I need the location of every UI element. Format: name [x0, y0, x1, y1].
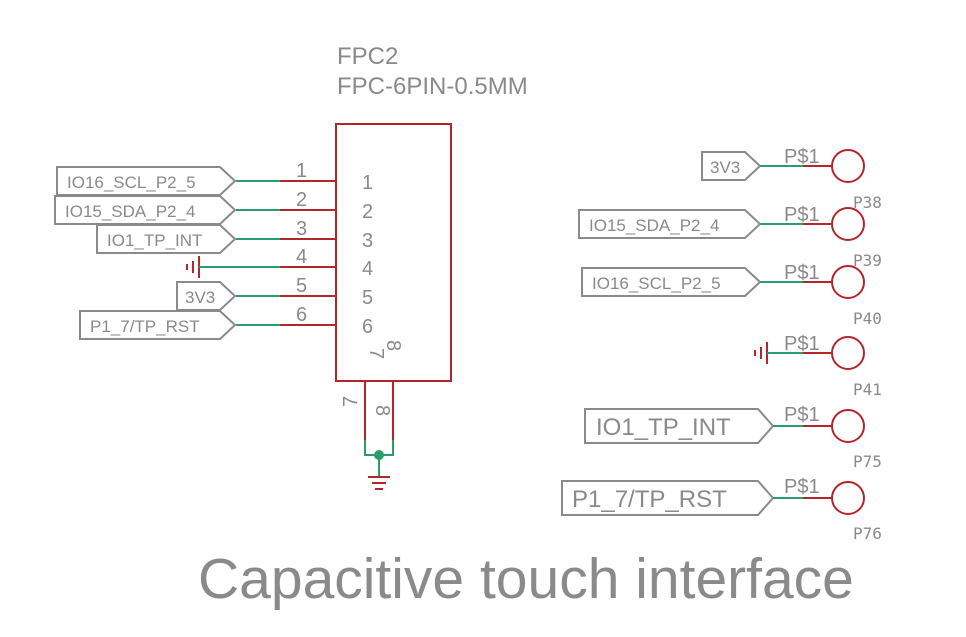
pad-pin: P$1: [784, 333, 820, 355]
net-label: IO16_SCL_P2_5: [592, 274, 721, 293]
pad-pin: P$1: [784, 404, 820, 426]
ground-icon: [754, 342, 768, 364]
pad-ref: P38: [853, 193, 882, 212]
pin-number-outer: 6: [296, 304, 307, 326]
net-label: IO15_SDA_P2_4: [589, 216, 719, 235]
pad-ref: P39: [853, 251, 882, 270]
net-flag: [176, 281, 237, 311]
net-label: IO1_TP_INT: [107, 231, 202, 250]
pad-p39: IO15_SDA_P2_4 P$1 P39: [578, 204, 882, 270]
pad-p40: IO16_SCL_P2_5 P$1 P40: [581, 262, 882, 328]
pin-number-inner: 6: [362, 316, 373, 338]
net-flag: [96, 224, 237, 254]
ground-icon: [368, 476, 390, 490]
sheet-caption: Capacitive touch interface: [198, 547, 854, 611]
junction-dot: [374, 450, 384, 460]
pad-ref: P40: [853, 309, 882, 328]
net-flag: [581, 267, 762, 297]
connector-pin-6: P1_7/TP_RST 6 6: [79, 304, 373, 340]
pad-ref: P75: [853, 452, 882, 471]
pin-number-inner: 2: [362, 201, 373, 223]
net-label: IO1_TP_INT: [596, 414, 731, 441]
pad-pin: P$1: [784, 146, 820, 168]
connector-bottom-pins: 7 8: [340, 381, 394, 490]
connector-pin-3: IO1_TP_INT 3 3: [96, 218, 373, 254]
pin-number-outer: 1: [296, 160, 307, 182]
pin-number-outer-8: 8: [371, 405, 393, 416]
pin-number-outer: 2: [296, 189, 307, 211]
net-flag: [584, 408, 775, 444]
connector-pin-5: 3V3 5 5: [176, 275, 373, 311]
net-label: IO16_SCL_P2_5: [67, 173, 196, 192]
pin-number-outer: 3: [296, 218, 307, 240]
pin-number-inner-8: 8: [382, 340, 404, 351]
net-label: P1_7/TP_RST: [572, 486, 727, 513]
connector-pin-2: IO15_SDA_P2_4 2 2: [54, 189, 373, 225]
pad-circle: [831, 409, 865, 443]
net-flag: [54, 195, 237, 225]
pad-p76: P1_7/TP_RST P$1 P76: [561, 476, 882, 543]
pin-number-inner: 1: [362, 172, 373, 194]
connector-pin-1: IO16_SCL_P2_5 1 1: [56, 160, 373, 196]
pad-circle: [831, 336, 865, 370]
pad-p41: P$1 P41: [754, 333, 882, 399]
net-label: IO15_SDA_P2_4: [65, 202, 195, 221]
pin-number-outer: 5: [296, 275, 307, 297]
ground-icon: [186, 256, 200, 278]
pin-number-inner: 3: [362, 230, 373, 252]
net-flag: [701, 151, 762, 181]
pin-number-outer-7: 7: [340, 396, 362, 407]
pad-circle: [831, 265, 865, 299]
part-value: FPC-6PIN-0.5MM: [337, 73, 528, 100]
net-flag: [561, 480, 775, 516]
part-name: FPC2: [337, 43, 398, 70]
net-label: 3V3: [710, 158, 740, 177]
pin-number-inner-7: 7: [365, 348, 387, 359]
pin-number-outer: 4: [296, 246, 307, 268]
pad-pin: P$1: [784, 204, 820, 226]
pin-number-inner: 4: [362, 258, 373, 280]
net-flag: [56, 166, 237, 196]
pad-p75: IO1_TP_INT P$1 P75: [584, 404, 882, 471]
net-flag: [578, 209, 762, 239]
pad-circle: [831, 149, 865, 183]
pad-pin: P$1: [784, 476, 820, 498]
pad-circle: [831, 481, 865, 515]
pin-number-inner: 5: [362, 287, 373, 309]
net-label: P1_7/TP_RST: [90, 317, 200, 336]
pad-p38: 3V3 P$1 P38: [701, 146, 882, 212]
net-flag: [79, 310, 237, 340]
pad-circle: [831, 207, 865, 241]
pad-ref: P76: [853, 524, 882, 543]
pad-ref: P41: [853, 380, 882, 399]
connector-pin-4: 4 4: [186, 246, 373, 280]
pad-pin: P$1: [784, 262, 820, 284]
net-label: 3V3: [185, 288, 215, 307]
